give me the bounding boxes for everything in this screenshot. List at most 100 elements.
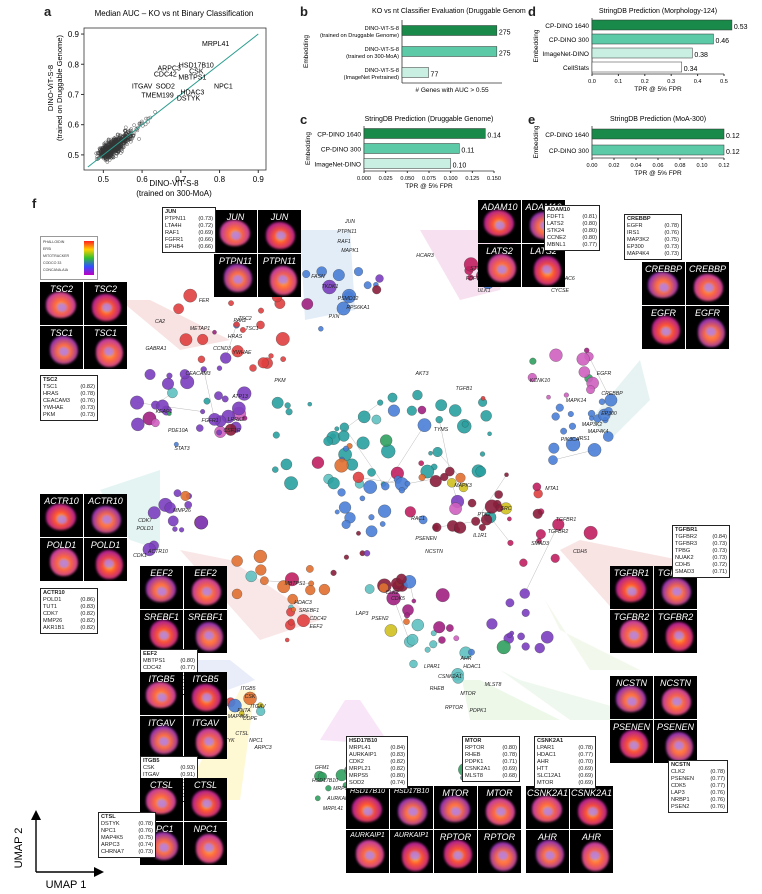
network-node bbox=[239, 710, 245, 717]
bar-x-tick-label: 0.000 bbox=[357, 176, 371, 182]
network-node bbox=[548, 455, 558, 465]
gene-name: TPBG bbox=[675, 548, 691, 554]
bar-title: StringDB Prediction (Morphology-124) bbox=[599, 8, 717, 15]
scatter-point bbox=[144, 116, 148, 121]
gene-name: CHRNA7 bbox=[101, 849, 125, 855]
similarity-score: (0.73) bbox=[198, 216, 213, 222]
similarity-score: (0.76) bbox=[664, 230, 679, 236]
network-node bbox=[587, 443, 602, 457]
network-node bbox=[418, 515, 428, 525]
umap-gene-label: CTSL bbox=[235, 731, 248, 737]
network-node bbox=[256, 706, 266, 716]
similarity-table-row: TPBG(0.73) bbox=[675, 548, 727, 555]
tile-gene-label: MTOR bbox=[486, 788, 513, 798]
umap-gene-label: FASN bbox=[311, 274, 325, 280]
similarity-table-row: CLK2(0.78) bbox=[671, 769, 725, 776]
network-node bbox=[220, 352, 232, 364]
network-node bbox=[240, 327, 246, 333]
bar-ylabel: Embedding bbox=[533, 29, 540, 62]
similarity-table-title: JUN bbox=[165, 209, 177, 215]
cell-image-tile: MTOR bbox=[434, 786, 477, 829]
gene-name: PKM bbox=[43, 412, 56, 418]
gene-name: CSK bbox=[143, 765, 155, 771]
network-node bbox=[555, 403, 564, 412]
scatter-point bbox=[106, 138, 111, 143]
cell-nucleus bbox=[104, 559, 114, 568]
network-node bbox=[506, 632, 513, 639]
similarity-score: (0.93) bbox=[180, 765, 195, 771]
network-node bbox=[398, 487, 405, 494]
similarity-score: (0.80) bbox=[582, 235, 597, 241]
network-node bbox=[233, 321, 240, 328]
cell-nucleus bbox=[706, 327, 716, 336]
umap-gene-label: AHR bbox=[460, 656, 472, 662]
bar-x-tick-label: 0.3 bbox=[667, 79, 675, 85]
cell-image-tile: TSC2 bbox=[84, 282, 127, 325]
network-node bbox=[257, 357, 269, 369]
gene-name: NRBP1 bbox=[671, 797, 690, 803]
network-node bbox=[404, 480, 411, 487]
umap-gene-label: MAP4K4 bbox=[588, 429, 609, 435]
scatter-point bbox=[105, 160, 110, 164]
network-node bbox=[411, 618, 424, 632]
network-node bbox=[306, 565, 314, 573]
network-edge bbox=[475, 474, 507, 522]
gene-name: LTA4H bbox=[165, 223, 182, 229]
network-node bbox=[461, 420, 469, 428]
gene-name: CDC42 bbox=[143, 665, 162, 671]
similarity-table-title: TSC2 bbox=[43, 377, 58, 383]
similarity-score: (0.81) bbox=[582, 214, 597, 220]
umap-gene-label: CCND3 bbox=[213, 346, 231, 352]
network-node bbox=[578, 366, 591, 378]
network-node bbox=[365, 525, 378, 538]
umap-gene-label: PSMD12 bbox=[338, 296, 359, 302]
tile-gene-label: SREBF1 bbox=[143, 612, 179, 622]
scatter-point bbox=[140, 119, 144, 124]
network-node bbox=[287, 618, 295, 626]
network-node bbox=[486, 618, 498, 630]
similarity-table-row: SLC12A1(0.69) bbox=[537, 773, 593, 780]
umap-gene-label: HDAC3 bbox=[294, 600, 312, 606]
cell-nucleus bbox=[57, 303, 67, 312]
bar-value-label: 0.38 bbox=[694, 52, 708, 59]
similarity-table-title: MTOR bbox=[465, 738, 482, 744]
network-node bbox=[142, 542, 156, 557]
umap-gene-label: MAP4K5 bbox=[228, 714, 249, 720]
tile-gene-label: TGFBR2 bbox=[657, 612, 694, 622]
network-node bbox=[180, 490, 191, 501]
similarity-table-row: FDFT1(0.81) bbox=[547, 214, 597, 221]
network-node bbox=[532, 508, 543, 519]
network-node bbox=[519, 558, 528, 567]
umap-gene-label: TSC1 bbox=[245, 326, 258, 332]
bar-value-label: 0.10 bbox=[453, 163, 467, 170]
umap-gene-label: AKT3 bbox=[415, 371, 429, 377]
umap1-label: UMAP 1 bbox=[46, 879, 87, 891]
bar-value-label: 0.12 bbox=[726, 149, 740, 156]
legend-channel: MITOTRACKER bbox=[43, 254, 70, 258]
network-node bbox=[231, 588, 243, 600]
gene-name: HTT bbox=[537, 766, 548, 772]
cell-image-tile: NPC1 bbox=[184, 822, 227, 865]
x-tick-label: 0.8 bbox=[214, 175, 226, 184]
similarity-score: (0.66) bbox=[198, 237, 213, 243]
scatter-point bbox=[127, 132, 132, 137]
gene-name: PDPK1 bbox=[465, 759, 484, 765]
cell-image-tile: TGFBR2 bbox=[654, 610, 697, 653]
network-node bbox=[318, 326, 324, 332]
umap-gene-label: JUN bbox=[344, 219, 355, 225]
bar-category-label: CP-DINO 300 bbox=[321, 147, 361, 154]
bar-x-tick-label: 0.5 bbox=[720, 79, 728, 85]
similarity-table-row: PKM(0.73) bbox=[43, 412, 95, 419]
tile-gene-label: CTSL bbox=[149, 780, 173, 790]
umap-gene-label: CA2 bbox=[155, 319, 165, 325]
network-node bbox=[565, 437, 581, 452]
cell-image-tile: TSC2 bbox=[40, 282, 83, 325]
network-node bbox=[297, 614, 310, 627]
cell-nucleus bbox=[202, 587, 212, 596]
similarity-score: (0.78) bbox=[502, 752, 517, 758]
similarity-table-row: LAP3(0.76) bbox=[671, 790, 725, 797]
network-node bbox=[231, 555, 243, 567]
similarity-score: (0.75) bbox=[138, 835, 153, 841]
scatter-point bbox=[131, 134, 135, 139]
